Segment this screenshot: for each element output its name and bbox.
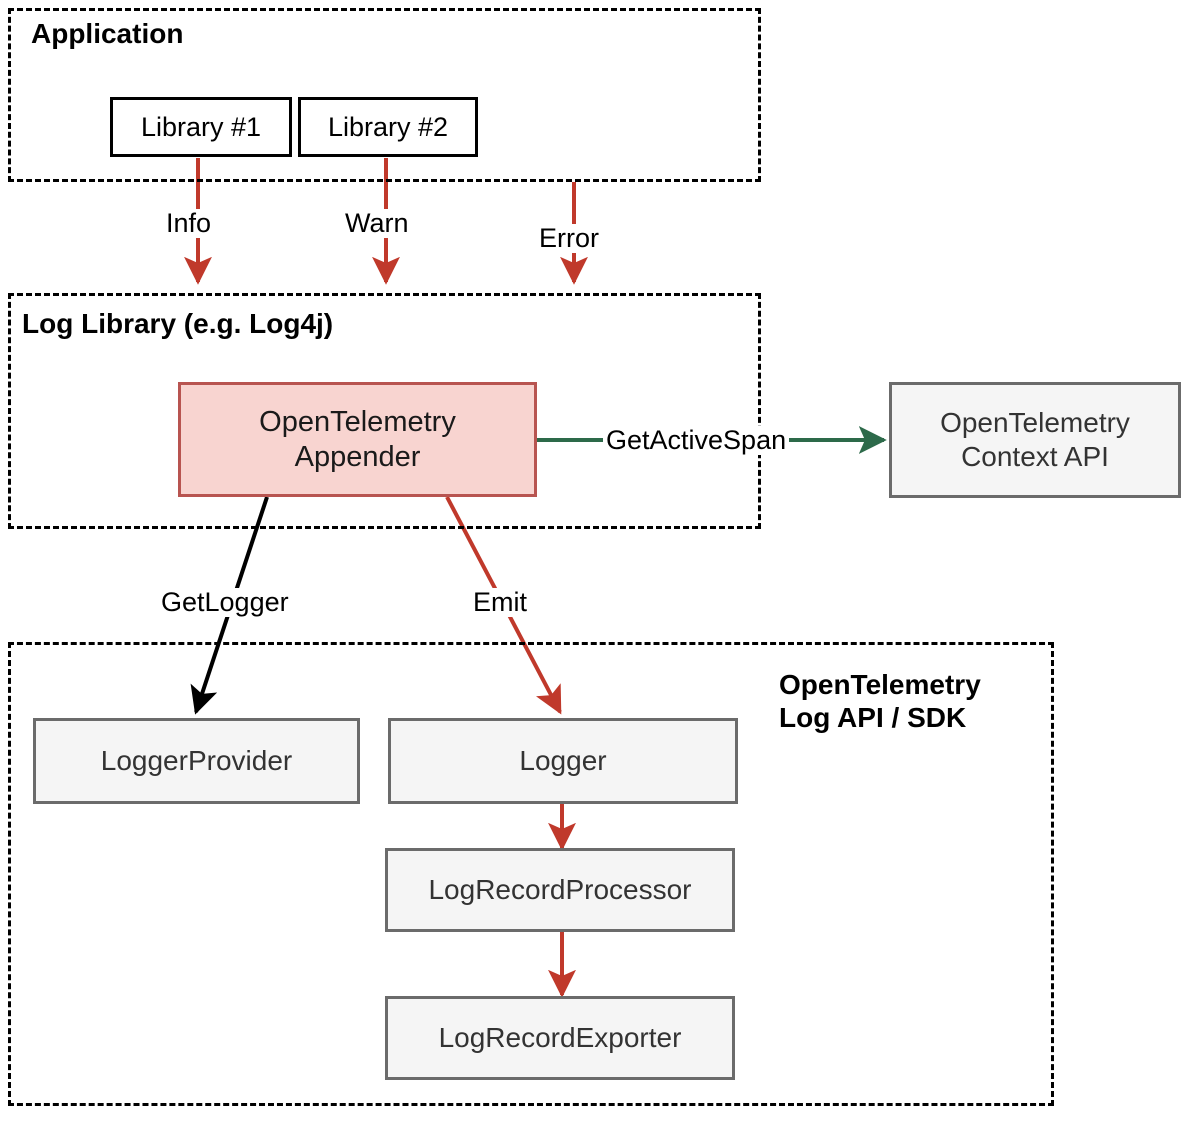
group-log-library-title: Log Library (e.g. Log4j) <box>22 308 334 339</box>
edge-label-emit: Emit <box>470 588 530 617</box>
node-otel-appender[interactable]: OpenTelemetry Appender <box>178 382 537 497</box>
group-application-title: Application <box>31 18 184 49</box>
group-application <box>8 8 761 182</box>
node-logger-provider[interactable]: LoggerProvider <box>33 718 360 804</box>
node-library-2[interactable]: Library #2 <box>298 97 478 157</box>
edge-label-get-logger: GetLogger <box>158 588 292 617</box>
node-log-record-processor[interactable]: LogRecordProcessor <box>385 848 735 932</box>
edge-label-info: Info <box>163 209 215 238</box>
edge-label-get-active-span: GetActiveSpan <box>603 426 790 455</box>
group-log-library <box>8 293 761 529</box>
node-logger[interactable]: Logger <box>388 718 738 804</box>
edge-label-warn: Warn <box>342 209 412 238</box>
node-library-1[interactable]: Library #1 <box>110 97 292 157</box>
group-otel-sdk <box>8 642 1054 1106</box>
edge-label-error: Error <box>536 224 602 253</box>
node-otel-context-api[interactable]: OpenTelemetry Context API <box>889 382 1181 498</box>
node-log-record-exporter[interactable]: LogRecordExporter <box>385 996 735 1080</box>
group-otel-sdk-title: OpenTelemetry Log API / SDK <box>779 669 981 734</box>
